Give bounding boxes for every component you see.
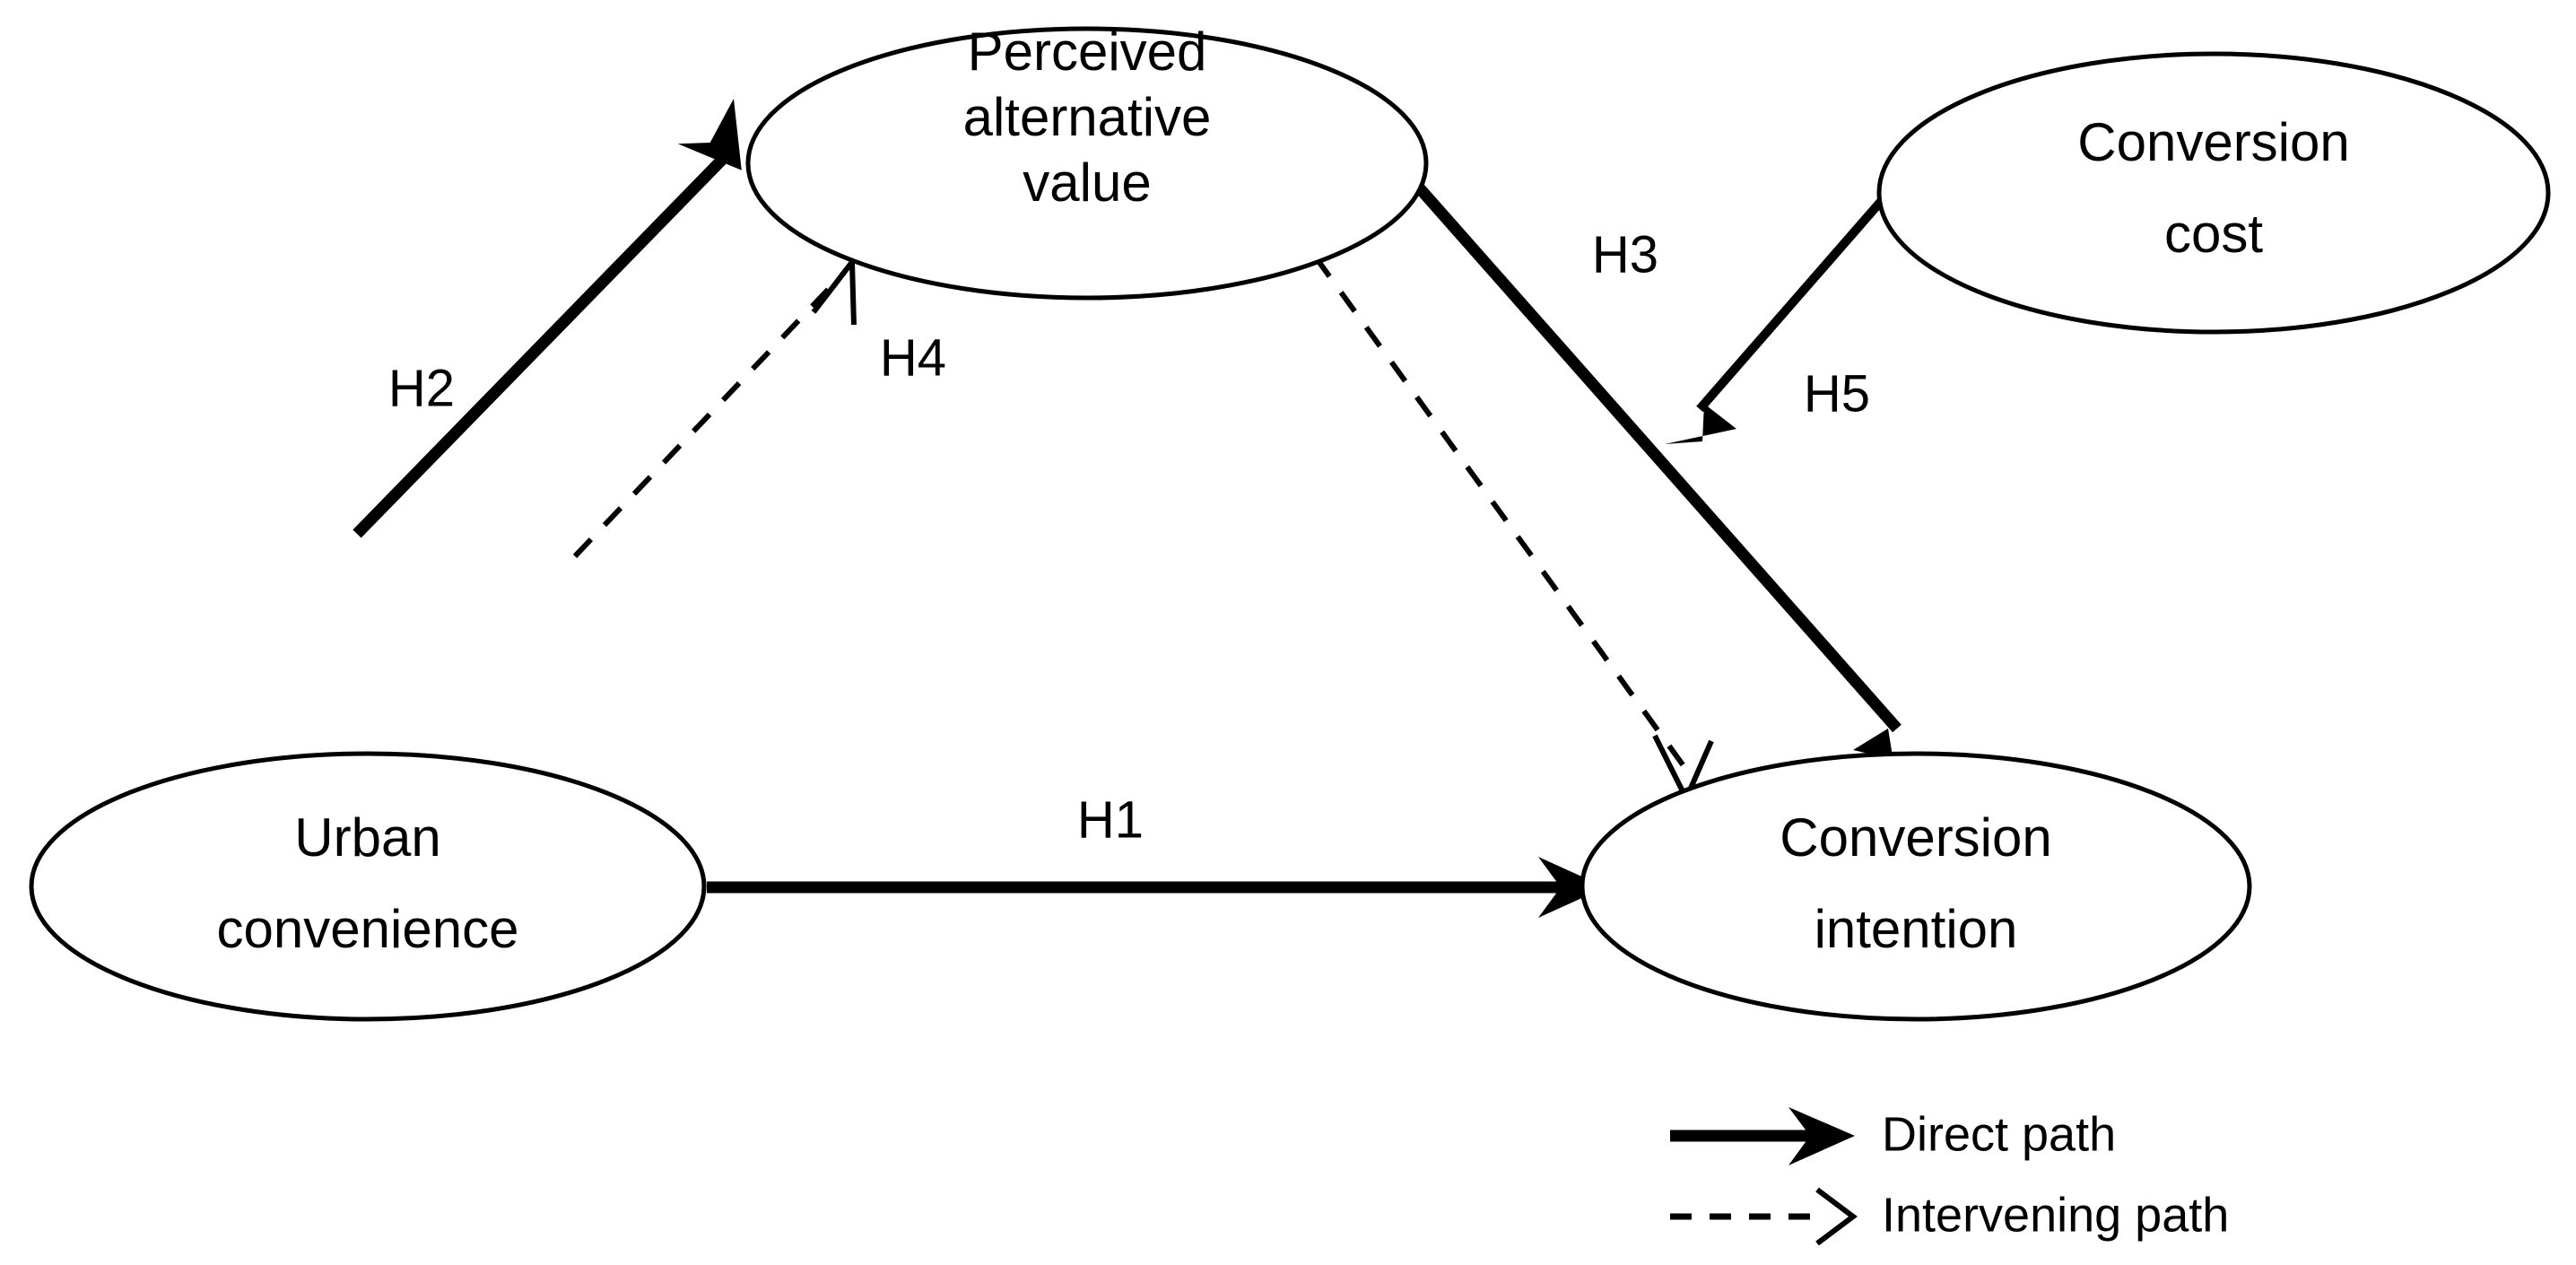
node-perceived-alternative-value-label-line1: Perceived: [968, 22, 1207, 82]
node-perceived-alternative-value[interactable]: Perceived alternative value: [745, 22, 1429, 301]
path-h4-arrowhead: [811, 254, 857, 326]
legend-dashed-arrowhead: [1815, 1187, 1858, 1246]
legend-label-intervening-path: Intervening path: [1882, 1188, 2229, 1242]
node-conversion-intention-label-line1: Conversion: [1780, 807, 2052, 868]
path-h4b-line: [1313, 256, 1687, 769]
node-conversion-cost[interactable]: Conversion cost: [1876, 51, 2551, 335]
legend-label-direct-path: Direct path: [1882, 1107, 2116, 1161]
hypothesis-label-h3: H3: [1592, 225, 1658, 284]
node-urban-convenience-shape[interactable]: [29, 751, 707, 1022]
node-urban-convenience-label-line1: Urban: [294, 807, 440, 868]
node-perceived-alternative-value-label-line2: alternative: [963, 87, 1212, 147]
node-perceived-alternative-value-shape[interactable]: [745, 26, 1429, 301]
node-conversion-intention-label-line2: intention: [1815, 899, 2018, 959]
legend-item-direct-path: Direct path: [1670, 1107, 2116, 1165]
path-h4-line: [572, 271, 846, 559]
path-h1: [707, 857, 1606, 918]
node-conversion-intention-shape[interactable]: [1580, 751, 2252, 1022]
node-urban-convenience[interactable]: Urban convenience: [29, 751, 707, 1022]
path-h2-arrowhead: [677, 99, 742, 170]
path-h5-arrowhead: [1665, 404, 1736, 444]
legend-item-intervening-path: Intervening path: [1670, 1187, 2229, 1246]
path-h1-arrowhead: [1538, 857, 1606, 918]
path-h4: [572, 254, 857, 559]
hypothesis-label-h5: H5: [1804, 364, 1870, 423]
hypothesis-label-h2: H2: [388, 359, 455, 417]
hypothesis-label-h1: H1: [1077, 790, 1144, 849]
node-conversion-cost-label-line2: cost: [2164, 204, 2263, 264]
legend-solid-arrowhead: [1788, 1107, 1855, 1165]
node-conversion-cost-label-line1: Conversion: [2077, 112, 2350, 172]
node-conversion-intention[interactable]: Conversion intention: [1580, 751, 2252, 1022]
path-h3: [1401, 168, 1927, 767]
path-h2-line: [352, 155, 727, 538]
path-h5-line: [1696, 188, 1893, 413]
hypothesis-label-h4: H4: [880, 328, 946, 387]
node-conversion-cost-shape[interactable]: [1876, 51, 2551, 335]
path-h5: [1665, 188, 1893, 444]
legend: Direct path Intervening path: [1670, 1107, 2229, 1246]
path-h2: [352, 99, 742, 538]
path-h3-line: [1401, 168, 1902, 733]
path-h4b: [1313, 256, 1714, 806]
node-urban-convenience-label-line2: convenience: [217, 899, 519, 959]
path-h3-arrowhead: [1853, 728, 1927, 767]
node-perceived-alternative-value-label-line3: value: [1023, 153, 1151, 213]
